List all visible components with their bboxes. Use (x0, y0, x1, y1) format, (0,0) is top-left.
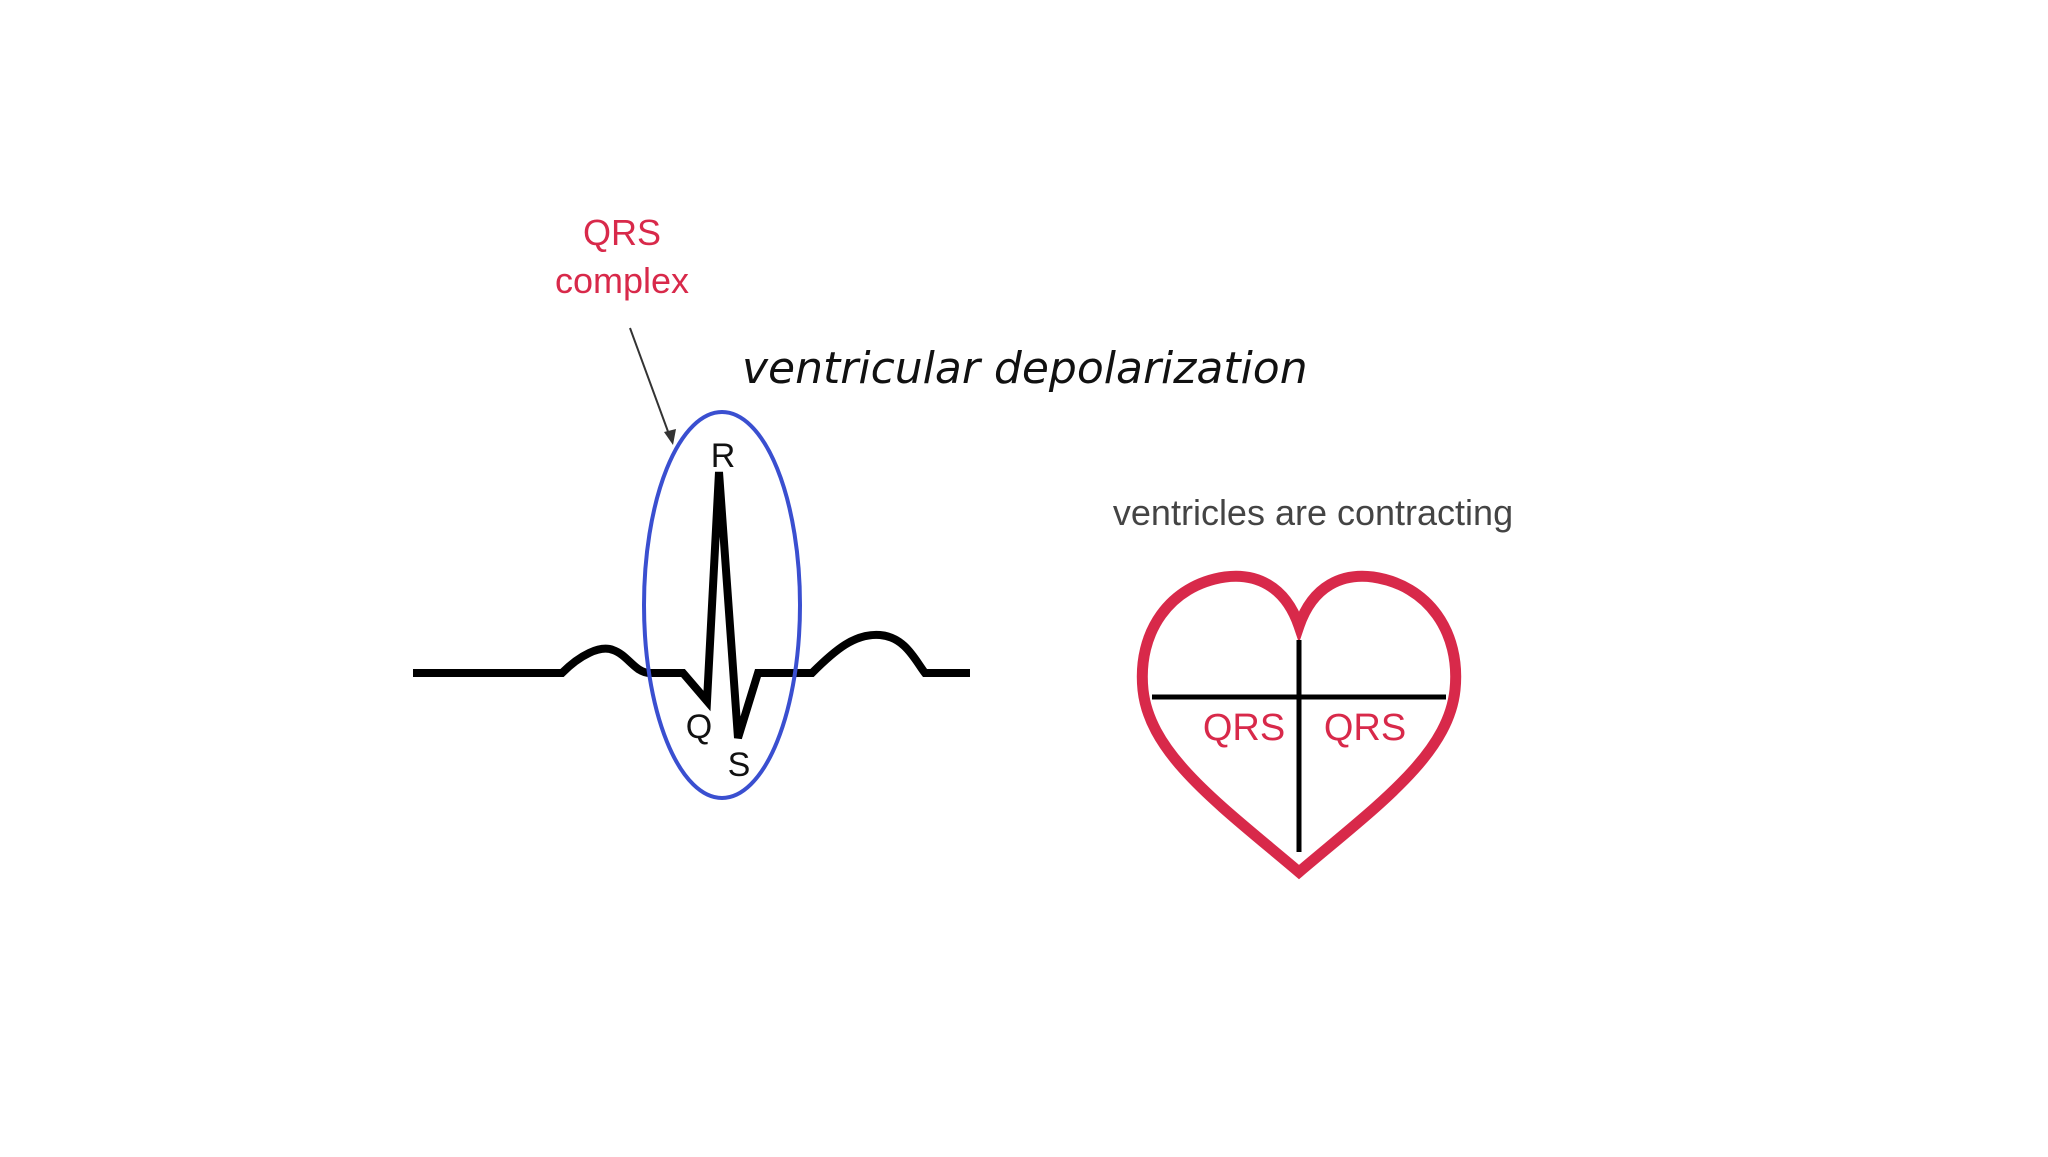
ecg-label-r: R (711, 437, 736, 475)
ecg-label-s: S (728, 746, 751, 784)
qrs-ellipse (642, 410, 802, 800)
title-ventricular-depolarization: ventricular depolarization (742, 343, 1308, 394)
heart-label-left-qrs: QRS (1203, 707, 1285, 749)
heart-outline-icon (1136, 570, 1462, 880)
heart-caption: ventricles are contracting (1113, 492, 1513, 533)
annotation-qrs-line1: QRS (583, 212, 661, 253)
annotation-arrow-line (629, 327, 671, 438)
ecg-trace (413, 471, 970, 740)
annotation-arrow-head (664, 429, 676, 445)
heart-label-right-qrs: QRS (1324, 707, 1406, 749)
annotation-complex-line2: complex (555, 260, 689, 301)
ecg-label-q: Q (686, 708, 712, 746)
